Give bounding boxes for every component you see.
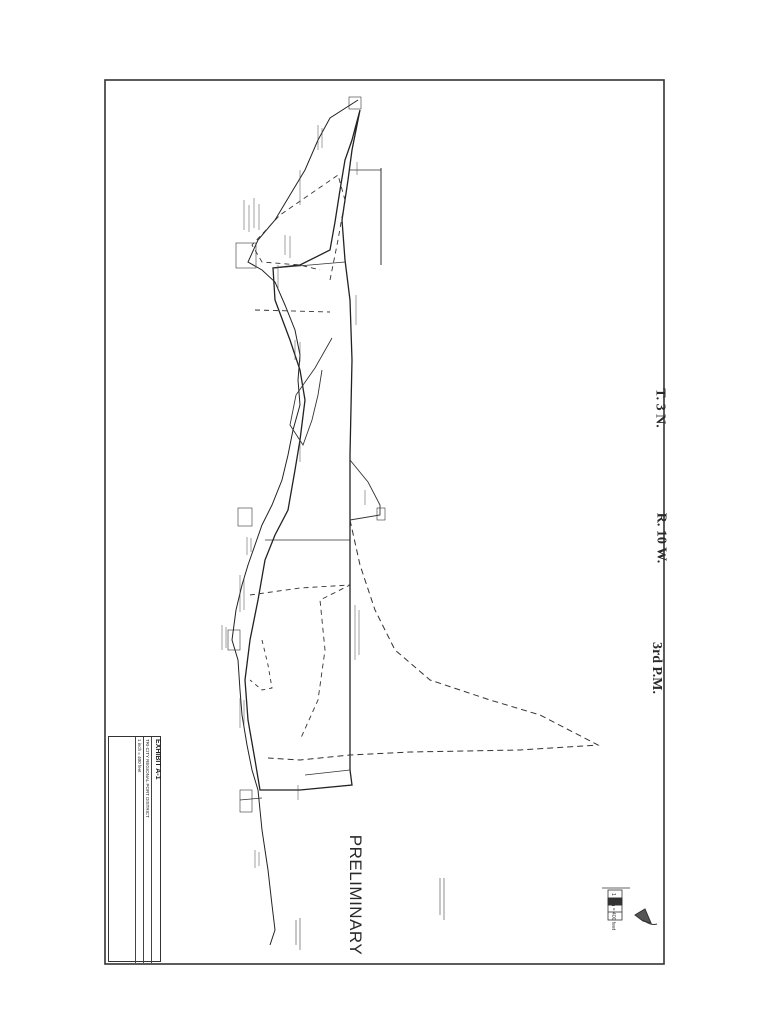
parcel-boundary-solid: [244, 109, 361, 791]
interior-line-5: [289, 337, 333, 447]
preliminary-stamp: PRELIMINARY: [346, 834, 366, 956]
range-label: R. 10 W.: [653, 512, 669, 564]
interior-dashed-2: [249, 584, 351, 741]
tie-line-3: [304, 769, 351, 776]
compass-rose-icon: [602, 887, 630, 921]
scale-note: 1 inch = 400 feet: [610, 893, 616, 931]
river-bank-north: [231, 99, 359, 791]
expansion-area-dashed: [267, 519, 600, 761]
plat-note-lines: [439, 878, 445, 920]
callout-labels-cluster: [227, 96, 386, 813]
exhibit-title: EXHIBIT A-1: [150, 737, 162, 963]
interior-dashed-1: [251, 174, 346, 281]
title-block: EXHIBIT A-1 TRI-CITY REGIONAL PORT DISTR…: [108, 736, 162, 963]
channel-line-south: [257, 789, 276, 946]
sheet-border: [104, 79, 665, 965]
title-block-content: EXHIBIT A-1 TRI-CITY REGIONAL PORT DISTR…: [109, 737, 162, 963]
title-block-scale: 1 inch = 400 feet: [134, 737, 143, 963]
meridian-label: 3rd P.M.: [648, 642, 664, 694]
interior-line-6: [349, 459, 381, 521]
district-name: TRI-CITY REGIONAL PORT DISTRICT: [142, 737, 151, 963]
tie-line-1: [274, 261, 346, 269]
channel-tick: [239, 797, 263, 801]
north-arrow-icon: [634, 908, 658, 925]
interior-dashed-3: [249, 639, 273, 691]
callout-text-marks: [221, 125, 366, 868]
side-note-lines: [295, 918, 301, 950]
township-label: T. 3 N.: [652, 388, 668, 428]
interior-dashed-4: [254, 309, 331, 313]
